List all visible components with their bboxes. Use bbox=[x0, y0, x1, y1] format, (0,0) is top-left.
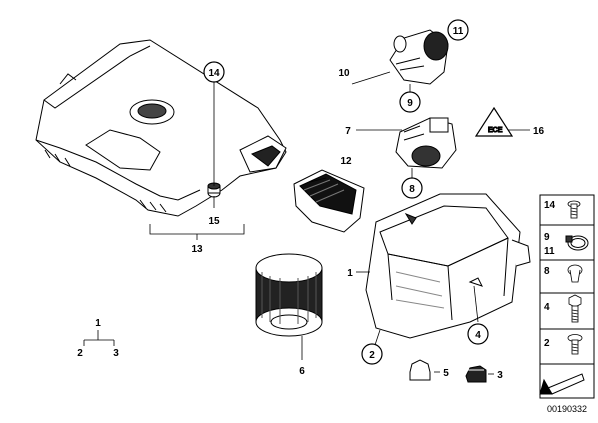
cap-drawing bbox=[409, 359, 431, 381]
leader-lines bbox=[83, 71, 530, 375]
hose-clamp-icon bbox=[565, 235, 589, 251]
rubber-mount-drawing bbox=[465, 365, 487, 383]
mass-airflow-hose-drawing bbox=[389, 29, 449, 85]
callout-circle-4 bbox=[467, 323, 489, 345]
panel-label-14: 14 bbox=[544, 200, 556, 211]
callout-circle-11 bbox=[447, 19, 469, 41]
panel-label-4: 4 bbox=[544, 302, 550, 313]
parts-panel: 14 9 11 8 4 2 bbox=[539, 194, 595, 399]
callout-circle-14 bbox=[203, 61, 225, 83]
callout-8: 8 bbox=[409, 184, 415, 195]
callout-10: 10 bbox=[338, 68, 350, 79]
callout-3: 3 bbox=[497, 370, 503, 381]
callout-15: 15 bbox=[208, 216, 220, 227]
callout-circle-8 bbox=[401, 177, 423, 199]
callout-12: 12 bbox=[340, 156, 352, 167]
callout-13: 13 bbox=[191, 244, 203, 255]
panel-label-2: 2 bbox=[544, 338, 550, 349]
screw-washer-icon bbox=[567, 334, 583, 355]
legend-group-3: 3 bbox=[113, 348, 119, 359]
air-mass-meter-drawing bbox=[395, 117, 457, 169]
callout-16: 16 bbox=[533, 126, 545, 137]
intake-silencer-housing-drawing bbox=[365, 193, 531, 339]
diagram-number: 00190332 bbox=[547, 404, 587, 414]
legend-group-2: 2 bbox=[77, 348, 83, 359]
callout-6: 6 bbox=[299, 366, 305, 377]
svg-text:ECE: ECE bbox=[488, 127, 503, 134]
callout-14: 14 bbox=[208, 68, 220, 79]
panel-label-11: 11 bbox=[544, 246, 555, 257]
panel-label-8: 8 bbox=[544, 266, 550, 277]
panel-label-9: 9 bbox=[544, 232, 550, 243]
air-filter-element-drawing bbox=[255, 253, 323, 337]
intake-boot-drawing bbox=[293, 169, 365, 233]
callout-11: 11 bbox=[453, 26, 464, 37]
warning-label-drawing: ECE bbox=[474, 106, 514, 137]
arrow-icon bbox=[539, 373, 585, 395]
callout-circle-2 bbox=[361, 343, 383, 365]
callout-2: 2 bbox=[369, 350, 375, 361]
callout-7: 7 bbox=[345, 126, 351, 137]
grommet-screw-icon bbox=[567, 264, 583, 283]
callout-circle-9 bbox=[399, 91, 421, 113]
legend-group-1: 1 bbox=[95, 318, 101, 329]
callout-5: 5 bbox=[443, 368, 449, 379]
callout-1: 1 bbox=[347, 268, 353, 279]
callout-4: 4 bbox=[475, 330, 481, 341]
intake-cover-drawing bbox=[35, 39, 287, 217]
screw-icon bbox=[567, 200, 581, 219]
callout-9: 9 bbox=[407, 98, 413, 109]
bolt-icon bbox=[568, 294, 582, 323]
